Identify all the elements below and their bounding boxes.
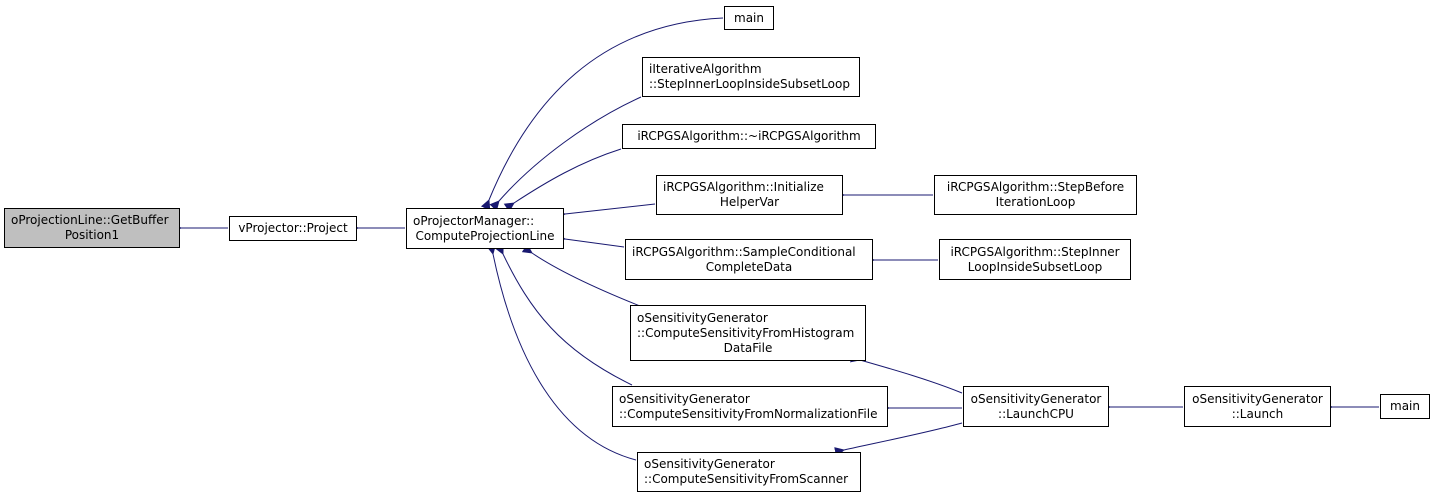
edge-lcpu-to-sshist [849, 352, 963, 394]
node-vprojector-project[interactable]: vProjector::Project [229, 216, 357, 241]
node-label-line: oSensitivityGenerator [644, 457, 775, 471]
node-rcpgs-sampleconditional[interactable]: iRCPGSAlgorithm::SampleConditional Compl… [625, 239, 873, 280]
node-getbufferposition1: oProjectionLine::GetBuffer Position1 [4, 208, 180, 248]
node-label-line: ::StepInnerLoopInsideSubsetLoop [649, 77, 850, 91]
node-label-line: LoopInsideSubsetLoop [967, 259, 1103, 274]
node-label-line: iRCPGSAlgorithm::~iRCPGSAlgorithm [637, 129, 861, 143]
node-label-line: iRCPGSAlgorithm::Initialize [663, 180, 824, 194]
node-main-right[interactable]: main [1380, 394, 1430, 419]
node-rcpgs-destructor[interactable]: iRCPGSAlgorithm::~iRCPGSAlgorithm [622, 124, 876, 149]
node-label-line: iRCPGSAlgorithm::StepBefore [946, 180, 1125, 194]
node-label-line: main [734, 10, 764, 25]
node-label-line: iRCPGSAlgorithm::StepInner [950, 244, 1120, 259]
node-rcpgs-stepinnerloop[interactable]: iRCPGSAlgorithm::StepInner LoopInsideSub… [939, 239, 1131, 280]
node-iterative-stepinnerloop[interactable]: iIterativeAlgorithm ::StepInnerLoopInsid… [642, 57, 860, 97]
node-label-line: iRCPGSAlgorithm::SampleConditional [632, 244, 856, 259]
node-label-line: ::ComputeSensitivityFromHistogram [637, 325, 855, 340]
node-sens-fromnormalization[interactable]: oSensitivityGenerator ::ComputeSensitivi… [612, 386, 888, 427]
node-label-line: oSensitivityGenerator [1192, 391, 1323, 406]
edge-main-to-compute [480, 17, 724, 211]
edge-init-to-compute [555, 203, 656, 220]
node-computeprojectionline[interactable]: oProjectorManager:: ComputeProjectionLin… [406, 208, 564, 249]
node-sens-launchcpu[interactable]: oSensitivityGenerator ::LaunchCPU [963, 386, 1109, 427]
node-rcpgs-initializehelpervar[interactable]: iRCPGSAlgorithm::Initialize HelperVar [656, 175, 843, 215]
node-label-line: oSensitivityGenerator [970, 391, 1102, 406]
edge-iterstep-to-compute [489, 96, 642, 212]
node-label-line: ComputeProjectionLine [415, 228, 555, 243]
node-label-line: ::ComputeSensitivityFromNormalizationFil… [619, 406, 878, 421]
node-sens-launch[interactable]: oSensitivityGenerator ::Launch [1184, 386, 1331, 427]
edge-sshist-to-compute [521, 243, 641, 307]
node-label-line: oSensitivityGenerator [619, 391, 750, 406]
edge-lcpu-to-ssscan [834, 422, 963, 457]
node-label-line: iIterativeAlgorithm [649, 62, 762, 76]
node-label-line: HelperVar [719, 195, 780, 209]
node-label-line: vProjector::Project [238, 221, 348, 235]
edge-ssscan-to-compute [486, 244, 637, 461]
node-main-top[interactable]: main [724, 6, 774, 30]
node-label-line: Position1 [64, 228, 120, 242]
node-sens-fromscanner[interactable]: oSensitivityGenerator ::ComputeSensitivi… [637, 452, 861, 492]
edge-dtor-to-compute [503, 148, 622, 213]
node-label-line: ::LaunchCPU [998, 406, 1074, 421]
node-label-line: oSensitivityGenerator [637, 310, 768, 325]
node-label-line: oProjectionLine::GetBuffer [11, 213, 169, 227]
node-label-line: CompleteData [705, 259, 793, 274]
node-label-line: main [1390, 399, 1420, 413]
node-label-line: oProjectorManager:: [413, 213, 535, 228]
edge-ssnorm-to-compute [494, 243, 633, 386]
node-label-line: IterationLoop [995, 195, 1076, 209]
node-sens-fromhistogram[interactable]: oSensitivityGenerator ::ComputeSensitivi… [630, 305, 866, 361]
node-label-line: DataFile [723, 340, 773, 355]
node-label-line: ::ComputeSensitivityFromScanner [644, 472, 849, 486]
edge-sample-to-compute [555, 232, 625, 248]
node-label-line: ::Launch [1231, 406, 1284, 421]
node-rcpgs-stepbeforeiteration[interactable]: iRCPGSAlgorithm::StepBefore IterationLoo… [934, 175, 1137, 215]
